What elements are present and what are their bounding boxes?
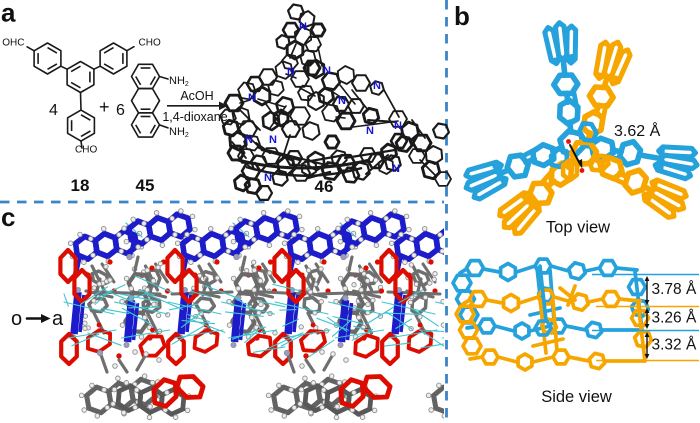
svg-text:Top view: Top view bbox=[546, 219, 610, 237]
svg-text:18: 18 bbox=[71, 176, 90, 195]
svg-text:Side view: Side view bbox=[541, 388, 612, 406]
svg-text:OHC: OHC bbox=[2, 38, 24, 49]
svg-text:+: + bbox=[99, 97, 110, 117]
svg-text:45: 45 bbox=[136, 176, 155, 195]
svg-text:1,4-dioxane: 1,4-dioxane bbox=[162, 110, 227, 124]
svg-text:N: N bbox=[299, 21, 307, 33]
svg-text:N: N bbox=[248, 92, 256, 104]
svg-text:3.78 Å: 3.78 Å bbox=[652, 281, 697, 298]
svg-text:N: N bbox=[287, 66, 295, 78]
svg-text:a: a bbox=[52, 308, 64, 330]
svg-text:4: 4 bbox=[49, 102, 58, 119]
svg-text:CHO: CHO bbox=[139, 38, 161, 49]
svg-text:b: b bbox=[454, 1, 470, 31]
svg-text:AcOH: AcOH bbox=[180, 89, 213, 103]
svg-text:N: N bbox=[264, 172, 272, 184]
svg-text:N: N bbox=[366, 125, 374, 137]
svg-text:N: N bbox=[338, 95, 346, 107]
svg-text:3.32 Å: 3.32 Å bbox=[652, 337, 697, 354]
svg-text:N: N bbox=[323, 65, 331, 77]
svg-text:3.26 Å: 3.26 Å bbox=[652, 310, 697, 327]
svg-text:o: o bbox=[11, 308, 22, 330]
svg-text:c: c bbox=[1, 202, 15, 232]
svg-text:a: a bbox=[1, 0, 16, 28]
svg-text:NH2: NH2 bbox=[169, 75, 189, 88]
svg-text:CHO: CHO bbox=[75, 145, 97, 156]
svg-text:N: N bbox=[245, 134, 253, 146]
svg-text:N: N bbox=[373, 80, 381, 92]
svg-text:N: N bbox=[394, 120, 402, 132]
svg-text:6: 6 bbox=[116, 102, 125, 119]
svg-text:NH2: NH2 bbox=[169, 126, 189, 139]
svg-text:N: N bbox=[269, 134, 277, 146]
svg-text:3.62 Å: 3.62 Å bbox=[614, 121, 661, 140]
svg-text:N: N bbox=[392, 163, 400, 175]
svg-text:46: 46 bbox=[315, 177, 334, 196]
